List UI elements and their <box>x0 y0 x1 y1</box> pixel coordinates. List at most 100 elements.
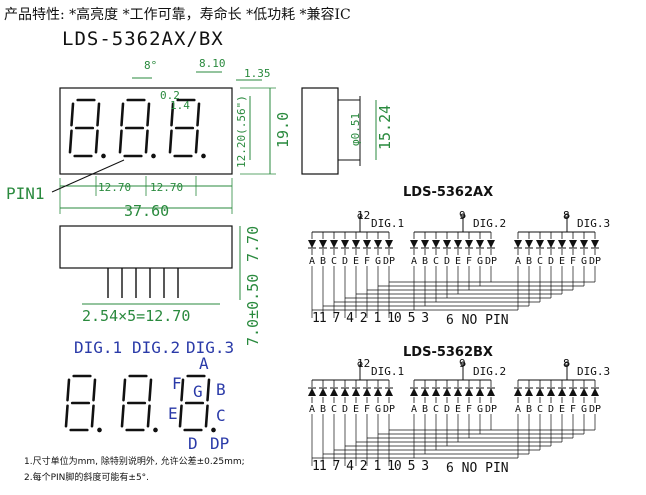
diode <box>547 388 555 396</box>
segment-label: G <box>477 256 483 267</box>
ax-dig-1: DIG.1 <box>371 217 405 230</box>
diode <box>319 388 327 396</box>
total-width-label: 37.60 <box>124 202 170 220</box>
pitch-2-label: 12.70 <box>150 181 184 194</box>
diode <box>330 388 338 396</box>
segment-label: DP <box>383 256 395 267</box>
ax-com-pin-2: 9 <box>459 209 466 222</box>
segment <box>94 129 99 154</box>
legend-dp: DP <box>210 434 230 453</box>
side-view <box>301 87 377 175</box>
diode <box>454 388 462 396</box>
diode <box>591 388 599 396</box>
diode <box>352 388 360 396</box>
dp-dot <box>211 427 216 433</box>
front-digits <box>68 98 206 159</box>
diode <box>421 388 429 396</box>
features-text: 产品特性: *高亮度 *工作可靠，寿命长 *低功耗 *兼容IC <box>4 7 351 23</box>
segment-label: C <box>331 404 337 415</box>
segment-label: G <box>581 256 587 267</box>
segment-label: DP <box>589 404 601 415</box>
diode <box>341 388 349 396</box>
diode <box>569 240 577 248</box>
diode <box>421 240 429 248</box>
pin-row-label: 15.24 <box>376 104 394 150</box>
legend-dig1: DIG.1 <box>74 338 123 357</box>
diode <box>514 240 522 248</box>
segment-label: E <box>353 256 359 267</box>
diode <box>487 388 495 396</box>
segment-label: DP <box>485 256 497 267</box>
segment-label: C <box>433 256 439 267</box>
segment <box>120 404 125 428</box>
diode <box>352 240 360 248</box>
bx-com-pin-2: 9 <box>459 357 466 370</box>
diode <box>547 240 555 248</box>
legend-dig2: DIG.2 <box>132 338 181 357</box>
diode <box>525 388 533 396</box>
dp-dot <box>97 427 102 433</box>
com-pin <box>564 361 570 367</box>
segment-label: E <box>559 404 565 415</box>
ax-com-pin-3: 8 <box>563 209 570 222</box>
segment-label: G <box>375 404 381 415</box>
pin1-label: PIN1 <box>6 184 45 203</box>
bx-no-pin: 6 NO PIN <box>446 461 509 476</box>
segment-label: B <box>422 256 428 267</box>
segment-label: A <box>411 256 417 267</box>
segment-label: C <box>433 404 439 415</box>
diode <box>514 388 522 396</box>
bx-dig-2: DIG.2 <box>473 365 507 378</box>
segment-label: B <box>320 404 326 415</box>
com-pin <box>357 213 363 219</box>
diode <box>410 240 418 248</box>
depth-label: 7.70 <box>244 225 262 262</box>
diode <box>487 240 495 248</box>
bottom-body <box>59 225 233 269</box>
diode <box>308 240 316 248</box>
model-title: LDS-5362AX/BX <box>62 28 224 50</box>
circuit-bx-title: LDS-5362BX <box>403 345 493 360</box>
segment <box>180 378 185 402</box>
segment-label: F <box>570 256 576 267</box>
segment-label: G <box>375 256 381 267</box>
bx-dig-3: DIG.3 <box>577 365 611 378</box>
legend-f: F <box>172 374 182 393</box>
ax-com-pin-1: 12 <box>357 209 371 222</box>
ax-dig-2: DIG.2 <box>473 217 507 230</box>
angle-label: 8° <box>144 59 158 72</box>
bottom-view <box>59 225 241 305</box>
bx-dig-1: DIG.1 <box>371 365 405 378</box>
segment-label: DP <box>485 404 497 415</box>
segment <box>206 378 211 402</box>
legend-b: B <box>216 380 226 399</box>
segment-label: A <box>515 256 521 267</box>
diode <box>465 388 473 396</box>
segment-label: F <box>466 256 472 267</box>
segment-label: G <box>581 404 587 415</box>
segment <box>196 102 201 127</box>
note-2: 2.每个PIN脚的斜度可能有±5°. <box>24 473 150 483</box>
segment <box>96 102 101 127</box>
side-body <box>301 87 339 175</box>
body-height-label: 19.0 <box>274 111 292 148</box>
diode <box>432 388 440 396</box>
pin-dia-label: φ0.51 <box>349 112 362 146</box>
segment-label: D <box>548 256 554 267</box>
ax-pin-numbers: 11 7 4 2 1 10 5 3 <box>312 311 429 326</box>
segment <box>90 404 95 428</box>
segment-label: C <box>537 404 543 415</box>
dp-dot <box>151 153 156 159</box>
diode <box>465 240 473 248</box>
segment-label: D <box>548 404 554 415</box>
segment-label: F <box>466 404 472 415</box>
diode <box>525 240 533 248</box>
diode <box>319 240 327 248</box>
segment <box>120 102 125 127</box>
segment <box>146 102 151 127</box>
dp-dot <box>201 153 206 159</box>
legend-d: D <box>188 434 198 453</box>
diode <box>374 240 382 248</box>
